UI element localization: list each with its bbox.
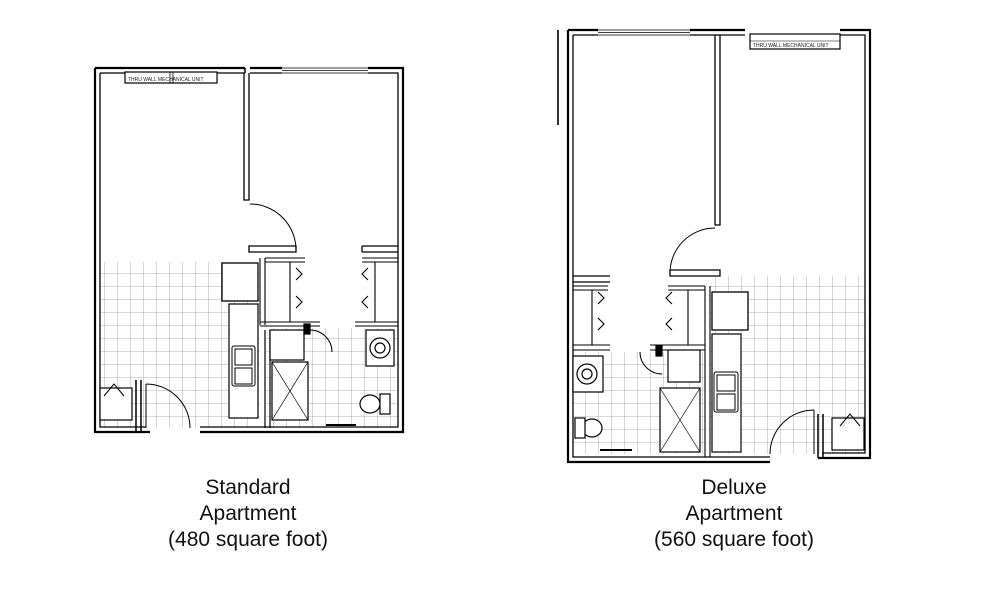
standard-apartment-caption: Standard Apartment (480 square foot) xyxy=(118,475,378,553)
deluxe-bedroom-door xyxy=(669,227,716,274)
deluxe-caption-line3: (560 square foot) xyxy=(654,528,814,551)
deluxe-entry xyxy=(769,409,865,458)
standard-bathroom xyxy=(264,323,395,428)
deluxe-refrigerator xyxy=(711,291,749,331)
standard-bedroom-window xyxy=(282,67,368,74)
standard-bedroom-door xyxy=(249,203,297,251)
standard-caption-line1: Standard xyxy=(205,476,291,499)
deluxe-caption-line2: Apartment xyxy=(685,502,783,525)
standard-caption-line2: Apartment xyxy=(199,502,297,525)
deluxe-bathroom xyxy=(572,345,701,453)
deluxe-kitchen-sink xyxy=(713,371,739,413)
standard-kitchen-sink xyxy=(231,345,256,387)
deluxe-closets xyxy=(573,285,711,457)
standard-closets xyxy=(259,257,398,327)
deluxe-apartment-caption: Deluxe Apartment (560 square foot) xyxy=(604,475,864,553)
standard-entry xyxy=(99,380,191,432)
deluxe-bedroom-window xyxy=(598,29,690,36)
standard-mechanical-unit xyxy=(124,71,218,84)
deluxe-caption-line1: Deluxe xyxy=(701,476,767,499)
deluxe-mechanical-unit xyxy=(749,33,841,50)
standard-caption-line3: (480 square foot) xyxy=(168,528,328,551)
standard-refrigerator xyxy=(221,262,259,302)
deluxe-floor-plan xyxy=(557,28,872,464)
standard-floor-plan xyxy=(93,66,405,434)
